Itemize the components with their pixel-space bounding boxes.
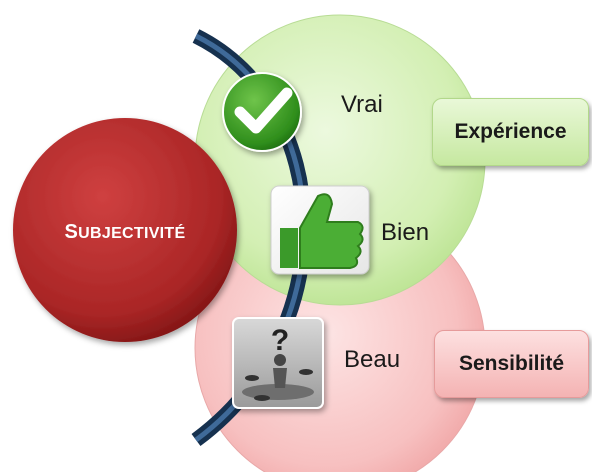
subjectivite-label-initial: S — [64, 221, 79, 243]
experience-box: Expérience — [432, 98, 589, 166]
label-vrai: Vrai — [341, 91, 383, 118]
subjectivite-label: SUBJECTIVITÉ — [30, 221, 220, 244]
label-beau: Beau — [344, 346, 401, 373]
label-bien: Bien — [381, 219, 430, 246]
sensibilite-box: Sensibilité — [434, 330, 589, 398]
subjectivite-label-rest: UBJECTIVITÉ — [78, 225, 186, 242]
thumbs-up-icon — [270, 185, 370, 275]
checkmark-icon — [222, 72, 302, 152]
question-figure-icon: ? — [232, 317, 324, 409]
subjectivite-circle — [13, 118, 237, 342]
svg-text:?: ? — [271, 324, 289, 357]
